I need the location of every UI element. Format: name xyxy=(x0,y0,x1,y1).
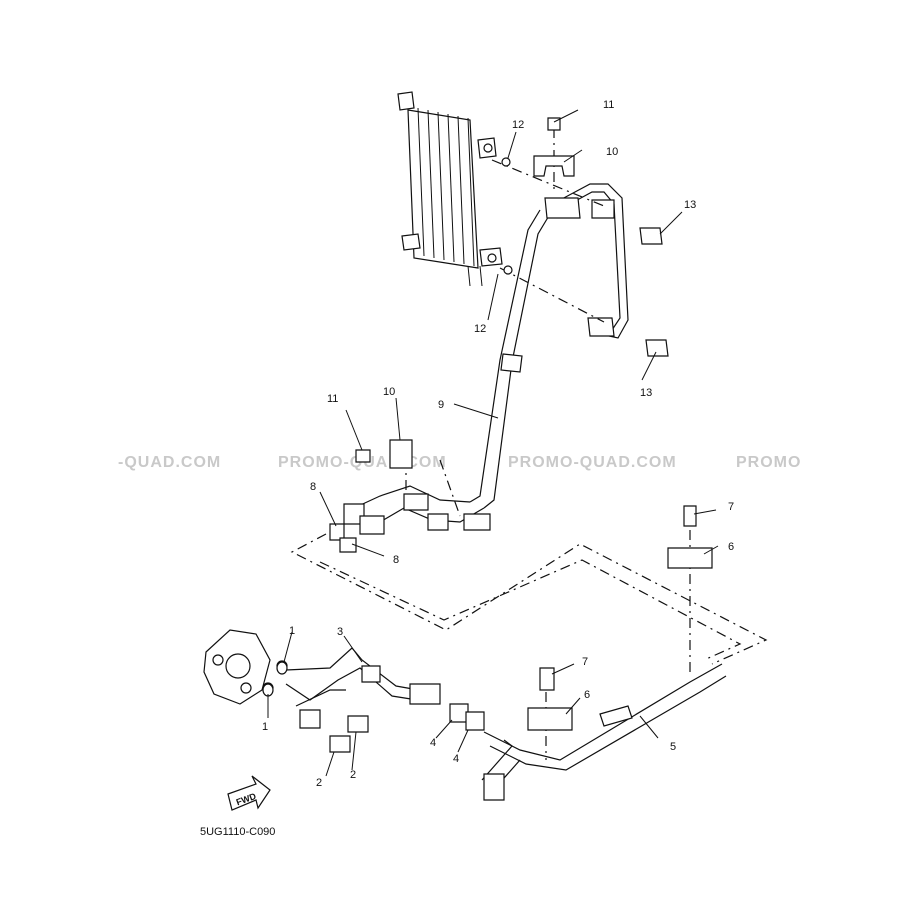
callout-13: 13 xyxy=(684,199,696,211)
callout-7: 7 xyxy=(582,656,588,668)
callout-1: 1 xyxy=(289,625,295,637)
upper-fasteners xyxy=(355,117,669,469)
callout-2: 2 xyxy=(350,769,356,781)
callout-10: 10 xyxy=(383,386,395,398)
callout-6: 6 xyxy=(584,689,590,701)
callout-11: 11 xyxy=(327,393,338,405)
callout-6: 6 xyxy=(728,541,734,553)
callout-5: 5 xyxy=(670,741,676,753)
callout-1: 1 xyxy=(262,721,268,733)
fwd-arrow-icon: FWD xyxy=(227,775,271,811)
watermark-text: PROMO-QUAD.COM xyxy=(508,454,677,471)
callout-labels: 11 10 12 13 12 13 9 11 10 8 8 7 6 7 6 5 … xyxy=(262,99,734,789)
callout-13: 13 xyxy=(640,387,652,399)
callout-2: 2 xyxy=(316,777,322,789)
lower-assembly xyxy=(203,505,727,801)
oil-pipe-upper xyxy=(343,183,629,535)
callout-11: 11 xyxy=(603,99,614,111)
watermark-row: -QUAD.COM PROMO-QUAD.COM PROMO-QUAD.COM … xyxy=(118,454,801,471)
callout-3: 3 xyxy=(337,626,343,638)
leader-lines xyxy=(267,109,719,777)
reference-lines xyxy=(290,128,768,760)
callout-12: 12 xyxy=(474,323,486,335)
oil-cooler xyxy=(397,91,503,287)
callout-8: 8 xyxy=(310,481,316,493)
callout-4: 4 xyxy=(453,753,459,765)
callout-12: 12 xyxy=(512,119,524,131)
callout-4: 4 xyxy=(430,737,436,749)
callout-9: 9 xyxy=(438,399,444,411)
callout-8: 8 xyxy=(393,554,399,566)
watermark-text: -QUAD.COM xyxy=(118,454,221,471)
callout-10: 10 xyxy=(606,146,618,158)
diagram-code: 5UG1110-C090 xyxy=(200,826,275,838)
callout-7: 7 xyxy=(728,501,734,513)
watermark-text: PROMO xyxy=(736,454,801,471)
